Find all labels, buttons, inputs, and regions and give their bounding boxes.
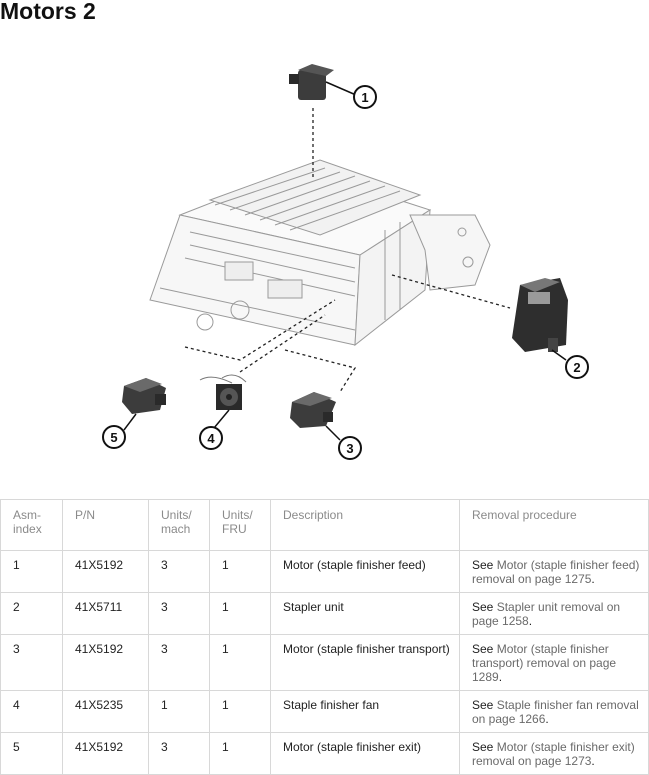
cell-units-fru: 1	[209, 592, 271, 635]
cell-description: Motor (staple finisher exit)	[270, 732, 460, 775]
cell-pn: 41X5235	[62, 690, 149, 733]
table-row: 5 41X5192 3 1 Motor (staple finisher exi…	[0, 732, 649, 775]
cell-pn: 41X5711	[62, 592, 149, 635]
removal-link[interactable]: Stapler unit removal on page 1258	[472, 600, 621, 628]
svg-text:3: 3	[346, 441, 353, 456]
cell-units-mach: 3	[148, 732, 210, 775]
motor-exit-part-5	[122, 378, 166, 431]
table-row: 1 41X5192 3 1 Motor (staple finisher fee…	[0, 550, 649, 593]
cell-asm: 1	[0, 550, 63, 593]
cell-removal: See Motor (staple finisher exit) removal…	[459, 732, 649, 775]
motor-transport-part-3	[290, 392, 341, 441]
period: .	[545, 712, 549, 726]
header-asm-index: Asm- index	[0, 499, 63, 551]
cell-pn: 41X5192	[62, 732, 149, 775]
table-row: 3 41X5192 3 1 Motor (staple finisher tra…	[0, 634, 649, 691]
parts-table: Asm- index P/N Units/ mach Units/ FRU De…	[0, 499, 649, 775]
svg-text:2: 2	[573, 360, 580, 375]
cell-asm: 3	[0, 634, 63, 691]
table-row: 2 41X5711 3 1 Stapler unit See Stapler u…	[0, 592, 649, 635]
exploded-parts-diagram: 1 2 3 4 5	[102, 64, 589, 460]
cell-units-fru: 1	[209, 690, 271, 733]
period: .	[528, 614, 533, 628]
svg-text:5: 5	[110, 430, 117, 445]
header-description: Description	[270, 499, 460, 551]
period: .	[591, 572, 595, 586]
cell-removal: See Staple finisher fan removal on page …	[459, 690, 649, 733]
cell-pn: 41X5192	[62, 550, 149, 593]
cell-description: Motor (staple finisher transport)	[270, 634, 460, 691]
cell-units-fru: 1	[209, 634, 271, 691]
period: .	[591, 754, 595, 768]
see-label: See	[472, 642, 494, 656]
cell-asm: 4	[0, 690, 63, 733]
see-label: See	[472, 558, 494, 572]
cell-units-mach: 3	[148, 592, 210, 635]
period: .	[498, 670, 503, 684]
cell-pn: 41X5192	[62, 634, 149, 691]
svg-text:1: 1	[361, 90, 368, 105]
header-units-mach: Units/ mach	[148, 499, 210, 551]
leader-lines	[184, 108, 511, 393]
removal-link[interactable]: Staple finisher fan removal on page 1266	[472, 698, 639, 726]
motor-feed-part-1	[289, 64, 357, 100]
cell-description: Stapler unit	[270, 592, 460, 635]
removal-link[interactable]: Motor (staple finisher transport) remova…	[472, 642, 617, 684]
cell-description: Motor (staple finisher feed)	[270, 550, 460, 593]
header-removal-procedure: Removal procedure	[459, 499, 649, 551]
cell-asm: 5	[0, 732, 63, 775]
fan-part-4	[199, 374, 247, 429]
cell-removal: See Motor (staple finisher feed) removal…	[459, 550, 649, 593]
see-label: See	[472, 740, 494, 754]
see-label: See	[472, 600, 494, 614]
header-units-fru: Units/ FRU	[209, 499, 271, 551]
table-header-row: Asm- index P/N Units/ mach Units/ FRU De…	[0, 499, 649, 551]
page-title: Motors 2	[0, 0, 96, 24]
callout-2: 2	[565, 355, 589, 379]
table-row: 4 41X5235 1 1 Staple finisher fan See St…	[0, 690, 649, 733]
cell-removal: See Stapler unit removal on page 1258.	[459, 592, 649, 635]
cell-removal: See Motor (staple finisher transport) re…	[459, 634, 649, 691]
callout-1: 1	[353, 85, 377, 109]
callout-5: 5	[102, 425, 126, 449]
callout-4: 4	[199, 426, 223, 450]
stapler-unit-part-2	[512, 278, 568, 361]
callout-3: 3	[338, 436, 362, 460]
finisher-frame-illustration	[149, 159, 491, 347]
svg-text:4: 4	[207, 431, 215, 446]
header-part-number: P/N	[62, 499, 149, 551]
cell-asm: 2	[0, 592, 63, 635]
cell-units-mach: 3	[148, 634, 210, 691]
cell-units-mach: 3	[148, 550, 210, 593]
cell-units-fru: 1	[209, 550, 271, 593]
cell-description: Staple finisher fan	[270, 690, 460, 733]
removal-link[interactable]: Motor (staple finisher feed) removal on …	[472, 558, 640, 586]
removal-link[interactable]: Motor (staple finisher exit) removal on …	[472, 740, 635, 768]
cell-units-fru: 1	[209, 732, 271, 775]
cell-units-mach: 1	[148, 690, 210, 733]
see-label: See	[472, 698, 494, 712]
